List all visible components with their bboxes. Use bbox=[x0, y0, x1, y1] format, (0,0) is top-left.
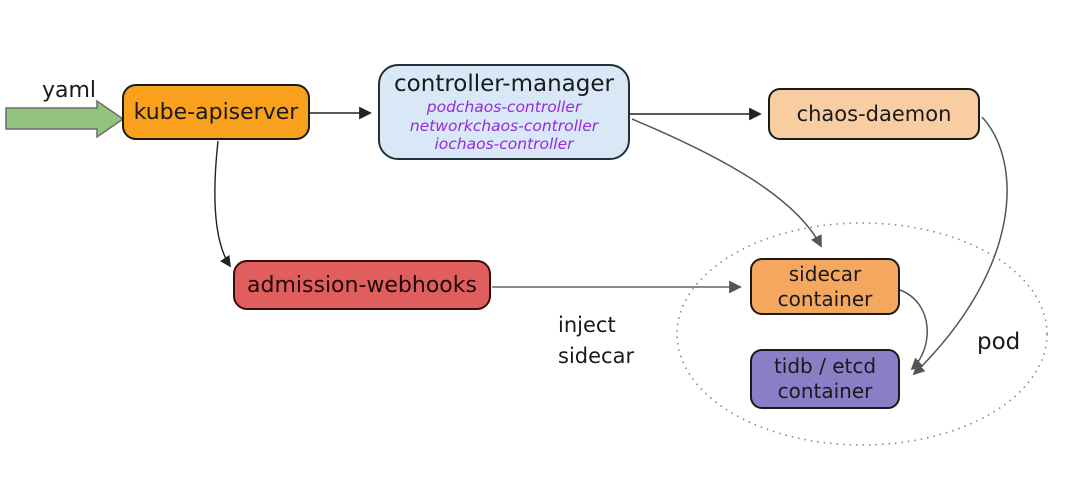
node-chaos-daemon-label: chaos-daemon bbox=[796, 102, 952, 126]
controller-item-networkchaos: networkchaos-controller bbox=[409, 116, 599, 135]
edge-kube-to-admission bbox=[214, 140, 231, 268]
yaml-arrow-icon bbox=[5, 99, 125, 139]
inject-sidecar-line1: inject bbox=[558, 313, 616, 337]
pod-group-ellipse bbox=[676, 222, 1048, 446]
node-admission-webhooks: admission-webhooks bbox=[233, 260, 491, 310]
controller-list: podchaos-controller networkchaos-control… bbox=[410, 98, 598, 154]
edge-daemon-to-tidb bbox=[912, 116, 1008, 376]
node-chaos-daemon: chaos-daemon bbox=[768, 88, 980, 140]
edge-sidecar-to-tidb bbox=[899, 289, 928, 371]
edge-controller-to-sidecar bbox=[631, 118, 822, 248]
yaml-input-label: yaml bbox=[41, 78, 97, 103]
inject-sidecar-edge-label: inject sidecar bbox=[558, 310, 634, 372]
node-controller-manager: controller-manager podchaos-controller n… bbox=[378, 64, 630, 160]
controller-item-podchaos: podchaos-controller bbox=[426, 98, 582, 116]
controller-item-iochaos: iochaos-controller bbox=[434, 135, 574, 153]
node-sidecar-container: sidecar container bbox=[750, 258, 900, 315]
node-sidecar-container-line1: sidecar bbox=[788, 261, 862, 286]
node-kube-apiserver: kube-apiserver bbox=[122, 84, 310, 140]
node-tidb-etcd-container: tidb / etcd container bbox=[750, 349, 900, 409]
node-sidecar-container-line2: container bbox=[777, 286, 873, 311]
node-admission-webhooks-label: admission-webhooks bbox=[247, 272, 477, 298]
pod-group-label: pod bbox=[977, 329, 1021, 355]
node-kube-apiserver-label: kube-apiserver bbox=[133, 99, 299, 125]
inject-sidecar-line2: sidecar bbox=[558, 344, 635, 368]
node-tidb-etcd-container-line2: container bbox=[777, 379, 873, 403]
node-controller-manager-label: controller-manager bbox=[394, 71, 614, 97]
node-tidb-etcd-container-line1: tidb / etcd bbox=[773, 354, 877, 378]
